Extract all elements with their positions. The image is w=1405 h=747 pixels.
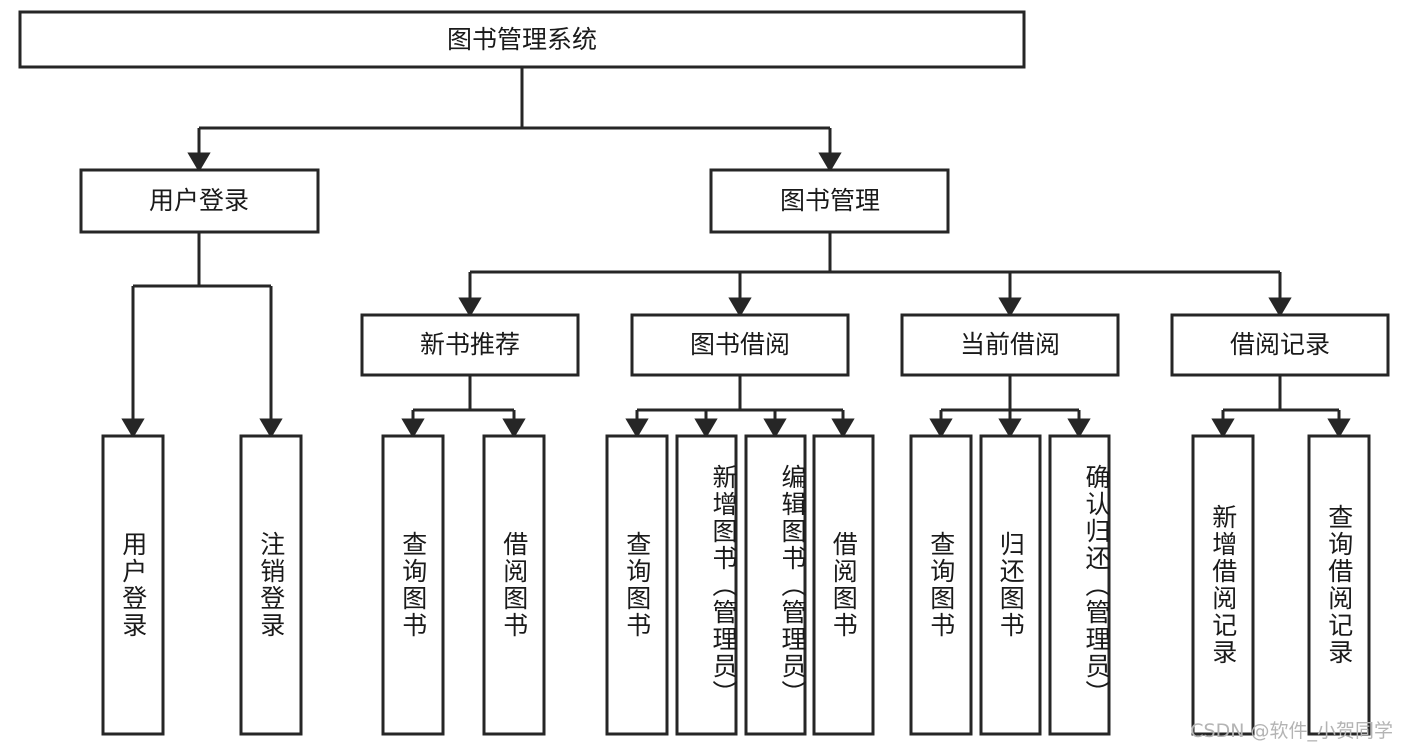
leaf-boxes [101, 434, 1371, 736]
leaf-box-query-book-1[interactable] [381, 434, 445, 736]
leaf-box-return-book[interactable] [979, 434, 1042, 736]
node-current-borrow-box[interactable] [900, 313, 1120, 377]
node-new-book-recommend-box[interactable] [360, 313, 580, 377]
leaf-box-add-record[interactable] [1191, 434, 1255, 736]
connector-group-borrow-record [1211, 375, 1351, 439]
csdn-watermark: CSDN @软件_小贺同学 [1190, 720, 1393, 742]
connector-group-new-book-recommend [401, 375, 526, 439]
leaf-box-logout-login[interactable] [239, 434, 303, 736]
connector-group-current-borrow [929, 375, 1091, 439]
node-current-borrow[interactable]: 当前借阅 [900, 313, 1120, 377]
leaf-box-query-book-2[interactable] [605, 434, 669, 736]
node-book-borrow-box[interactable] [630, 313, 850, 377]
node-borrow-record-label: 借阅记录 [1230, 330, 1330, 359]
node-book-borrow[interactable]: 图书借阅 [630, 313, 850, 377]
node-user-login[interactable]: 用户登录 [79, 168, 320, 234]
node-new-book-recommend-label: 新书推荐 [420, 330, 520, 359]
connector-group-book-borrow [625, 375, 855, 439]
leaf-box-user-login[interactable] [101, 434, 165, 736]
node-book-borrow-label: 图书借阅 [690, 330, 790, 359]
node-user-login-box[interactable] [79, 168, 320, 234]
node-title[interactable]: 图书管理系统 [18, 10, 1026, 69]
node-current-borrow-label: 当前借阅 [960, 330, 1060, 359]
leaf-box-confirm-return[interactable] [1048, 434, 1111, 736]
node-title-box[interactable] [18, 10, 1026, 69]
connector-group-user-login [121, 232, 283, 439]
leaf-box-borrow-book-1[interactable] [482, 434, 546, 736]
node-book-management-box[interactable] [709, 168, 950, 234]
node-new-book-recommend[interactable]: 新书推荐 [360, 313, 580, 377]
node-title-label: 图书管理系统 [447, 25, 597, 54]
node-borrow-record[interactable]: 借阅记录 [1170, 313, 1390, 377]
node-user-login-label: 用户登录 [149, 186, 249, 215]
node-book-management-label: 图书管理 [780, 186, 880, 215]
leaf-box-edit-book[interactable] [744, 434, 807, 736]
node-book-management[interactable]: 图书管理 [709, 168, 950, 234]
node-borrow-record-box[interactable] [1170, 313, 1390, 377]
connector-group-book-management [458, 232, 1292, 318]
connector-group-root [187, 67, 842, 173]
leaf-box-borrow-book-2[interactable] [812, 434, 875, 736]
leaf-box-add-book[interactable] [675, 434, 738, 736]
leaf-box-query-record[interactable] [1307, 434, 1371, 736]
leaf-box-query-book-3[interactable] [909, 434, 973, 736]
